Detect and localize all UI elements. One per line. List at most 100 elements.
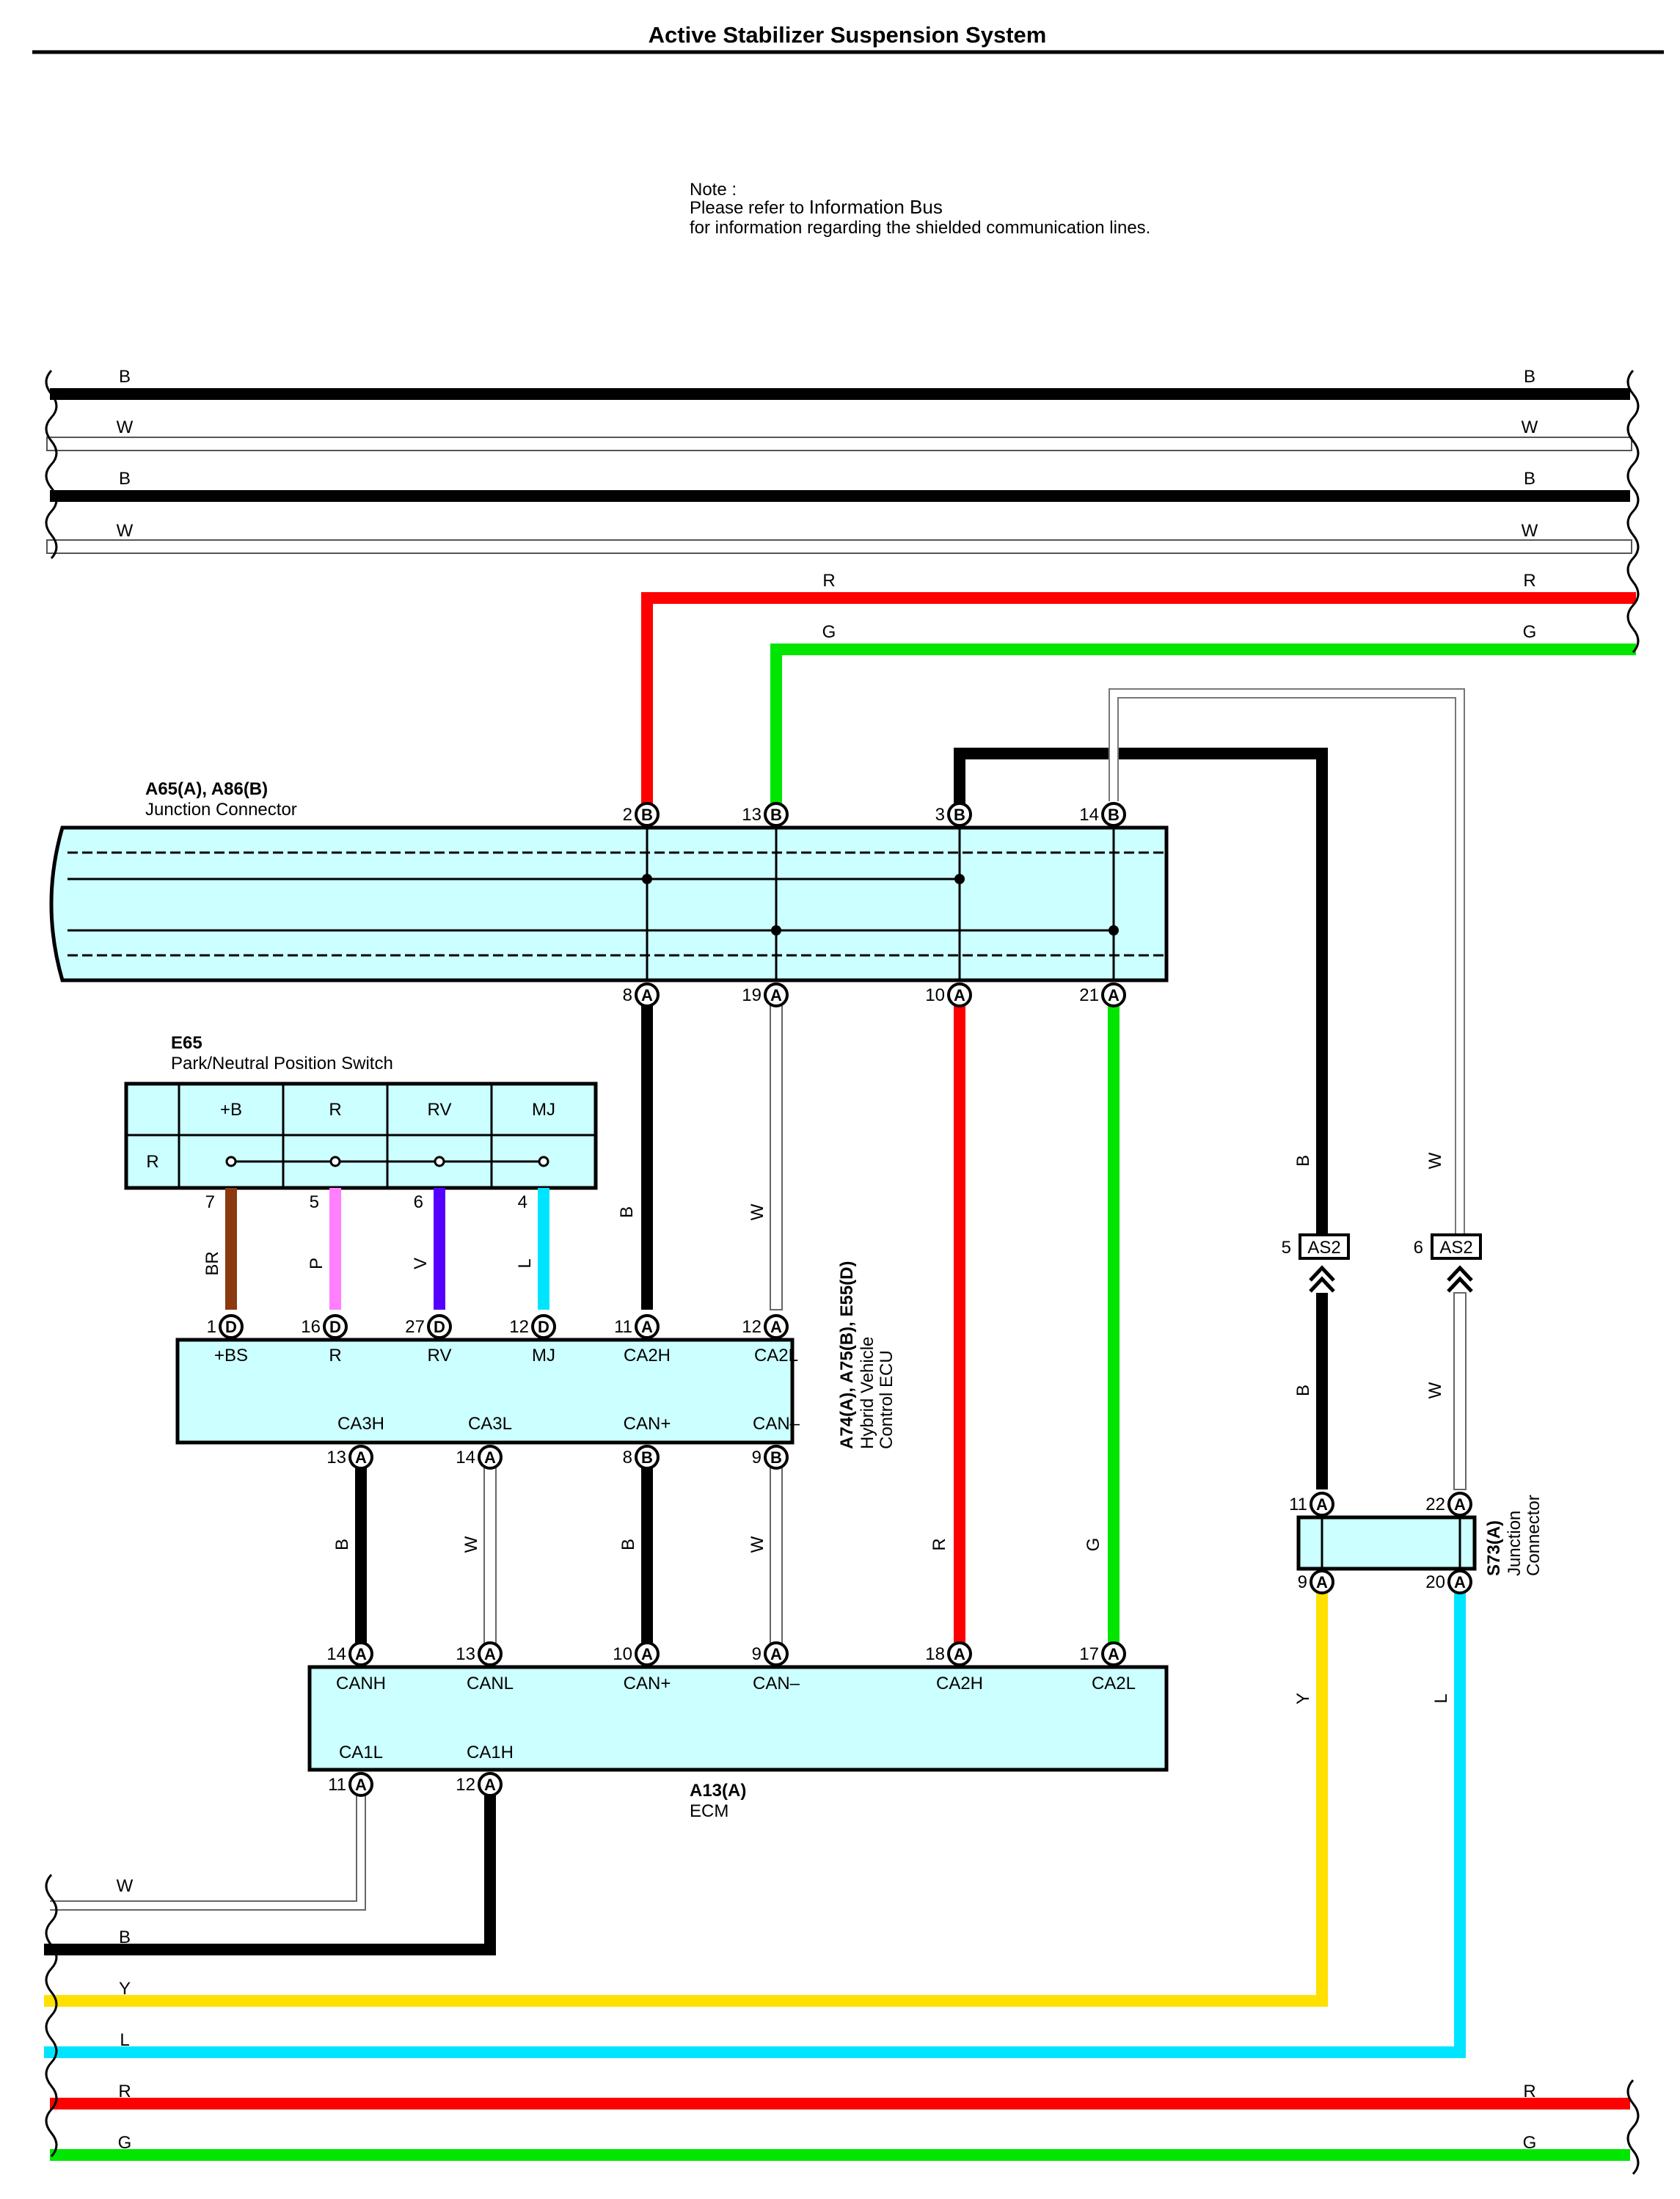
right-break-mark <box>1626 2079 1640 2176</box>
pin-number: 13 <box>742 805 762 825</box>
pin-connector-letter: A <box>1454 1573 1466 1591</box>
pnp-col-label: R <box>329 1100 341 1120</box>
hv-pin-label: CA2H <box>624 1346 671 1365</box>
pnp-pin-num: 4 <box>518 1192 527 1212</box>
ecm-pin-label: CA1L <box>339 1743 383 1762</box>
wire-label: W <box>1425 1152 1445 1169</box>
wire-l-bottom <box>44 1590 1466 2058</box>
wire-y <box>44 1590 1328 2007</box>
ecm-code: A13(A) <box>690 1781 746 1801</box>
pin-connector-letter: A <box>641 986 653 1004</box>
pin-circle <box>1310 1569 1334 1594</box>
pin-number: 11 <box>328 1775 346 1795</box>
as2-connector: AS2 AS2 5 6 <box>1282 1233 1482 1293</box>
hv-ecu-name-1: Hybrid Vehicle <box>858 1337 877 1449</box>
pin-number: 11 <box>614 1317 632 1337</box>
pin-number: 9 <box>752 1644 762 1664</box>
pin-number: 12 <box>742 1317 762 1337</box>
pin-connector-letter: B <box>954 806 965 824</box>
ecm-pin-label: CAN– <box>753 1674 800 1693</box>
pin-circle <box>348 1641 373 1666</box>
s73-top-pin: A11 <box>1289 1492 1334 1517</box>
pin-circle <box>764 1641 789 1666</box>
pin-connector-letter: B <box>770 1448 782 1467</box>
wire-label: V <box>411 1258 431 1269</box>
pin-number: 14 <box>1079 805 1099 825</box>
pin-circle <box>1447 1569 1472 1594</box>
pin-circle <box>1101 802 1126 827</box>
jc-code: A65(A), A86(B) <box>145 779 268 799</box>
jc-splice-dot <box>954 874 965 884</box>
wire-label: L <box>515 1258 535 1268</box>
s73-junction-connector: S73(A) Junction Connector <box>1296 1495 1544 1576</box>
pin-connector-letter: A <box>770 1645 782 1663</box>
pin-connector-letter: B <box>1108 806 1120 824</box>
top-label-left-1: B <box>119 367 131 387</box>
pin-circle <box>764 1314 789 1339</box>
top-label-right-4: W <box>1522 521 1538 541</box>
hv-top-pin: D1 <box>207 1314 244 1339</box>
pin-circle <box>947 1641 972 1666</box>
pin-number: 17 <box>1079 1644 1099 1664</box>
hv-bottom-pin: B8 <box>623 1445 660 1470</box>
jc-name: Junction Connector <box>145 800 297 820</box>
pin-connector-letter: A <box>954 986 965 1004</box>
pin-circle <box>323 1314 348 1339</box>
pin-number: 19 <box>742 985 762 1005</box>
pnp-contact <box>225 1156 237 1167</box>
jc-splice-dot <box>771 925 781 936</box>
pin-connector-letter: A <box>770 986 782 1004</box>
hv-top-pin: D27 <box>405 1314 452 1339</box>
ecm-pin-label: CA2H <box>936 1674 983 1693</box>
pin-connector-letter: A <box>1108 986 1120 1004</box>
ecm-pin-label: CA2L <box>1092 1674 1136 1693</box>
as2-box-2 <box>1431 1233 1482 1260</box>
pin-connector-letter: A <box>355 1776 367 1794</box>
pin-number: 14 <box>456 1448 475 1467</box>
ecm-body <box>307 1665 1169 1772</box>
hv-pin-label: RV <box>428 1346 452 1365</box>
pin-circle <box>478 1772 503 1797</box>
hv-pin-label: R <box>329 1346 341 1365</box>
pnp-contact <box>434 1156 445 1167</box>
pin-number: 12 <box>509 1317 529 1337</box>
pin-circle <box>1101 982 1126 1007</box>
wire-ca1h <box>44 1779 496 1955</box>
wire-label: B <box>618 1539 638 1550</box>
pin-circle <box>635 1314 660 1339</box>
pin-connector-letter: A <box>641 1318 653 1336</box>
top-wire-r <box>641 592 1636 807</box>
information-bus-link[interactable]: Information Bus <box>809 196 943 218</box>
ecm-top-pin: A17 <box>1079 1641 1126 1666</box>
wire-hv14-to-ecm13 <box>483 1456 497 1653</box>
pin-connector-letter: B <box>641 806 653 824</box>
pin-circle <box>478 1445 503 1470</box>
junction-connector-body <box>49 825 1169 982</box>
top-label-left-2: W <box>117 417 134 437</box>
jc-top-pin: B3 <box>935 802 972 827</box>
pin-number: 14 <box>326 1644 346 1664</box>
pin-circle <box>764 802 789 827</box>
hv-top-pin: D16 <box>301 1314 348 1339</box>
jc-top-pin: B13 <box>742 802 789 827</box>
ecm-name: ECM <box>690 1801 728 1821</box>
wire-ca1l <box>50 1784 365 1909</box>
wire-w-to-as2 <box>1110 690 1464 1241</box>
jc-bottom-pin: A21 <box>1079 982 1126 1007</box>
pin-number: 27 <box>405 1317 425 1337</box>
pin-connector-letter: A <box>484 1776 496 1794</box>
ecm: CANH CANL CAN+ CAN– CA2H CA2L CA1L CA1H … <box>307 1665 1169 1821</box>
hv-pin-label: CA3H <box>337 1414 384 1434</box>
bottom-label-right: G <box>1523 2133 1537 2153</box>
pin-connector-letter: A <box>1316 1495 1328 1514</box>
top-label-right-2: W <box>1522 417 1538 437</box>
pin-circle <box>348 1772 373 1797</box>
pnp-row-label: R <box>146 1152 158 1172</box>
pin-circle <box>1101 1641 1126 1666</box>
wire-label: W <box>1425 1382 1445 1398</box>
bottom-label-left: L <box>120 2030 129 2050</box>
as2-chevron-icon <box>1447 1265 1473 1293</box>
pin-circle <box>1447 1492 1472 1517</box>
pnp-pin-num: 7 <box>205 1192 215 1212</box>
